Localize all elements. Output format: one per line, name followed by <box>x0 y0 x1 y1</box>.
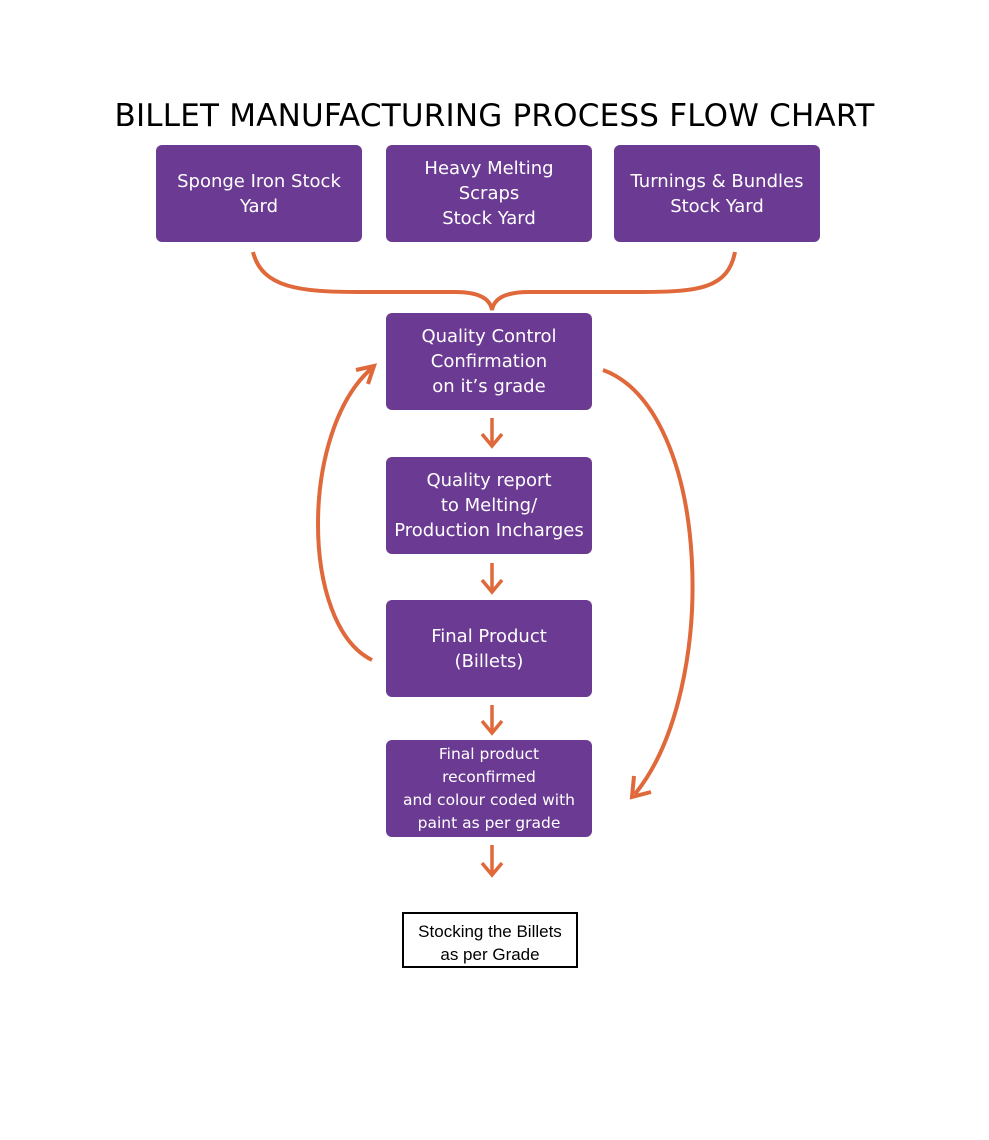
final-stocking-box: Stocking the Billets as per Grade <box>402 912 578 968</box>
bypass-arrow-right <box>602 368 695 800</box>
source-box-turnings-bundles: Turnings & Bundles Stock Yard <box>614 145 820 242</box>
down-arrow-2 <box>480 563 504 595</box>
merge-brace-connector <box>251 251 737 311</box>
step-box-final-product: Final Product (Billets) <box>386 600 592 697</box>
down-arrow-1 <box>480 418 504 449</box>
down-arrow-3 <box>480 705 504 736</box>
source-box-heavy-melting-scraps: Heavy Melting Scraps Stock Yard <box>386 145 592 242</box>
step-box-reconfirmation: Final product reconfirmed and colour cod… <box>386 740 592 837</box>
step-box-quality-control: Quality Control Confirmation on it’s gra… <box>386 313 592 410</box>
down-arrow-4 <box>480 845 504 878</box>
source-box-sponge-iron: Sponge Iron Stock Yard <box>156 145 362 242</box>
feedback-loop-arrow-left <box>316 363 378 662</box>
step-box-quality-report: Quality report to Melting/ Production In… <box>386 457 592 554</box>
page-title: BILLET MANUFACTURING PROCESS FLOW CHART <box>114 98 875 134</box>
